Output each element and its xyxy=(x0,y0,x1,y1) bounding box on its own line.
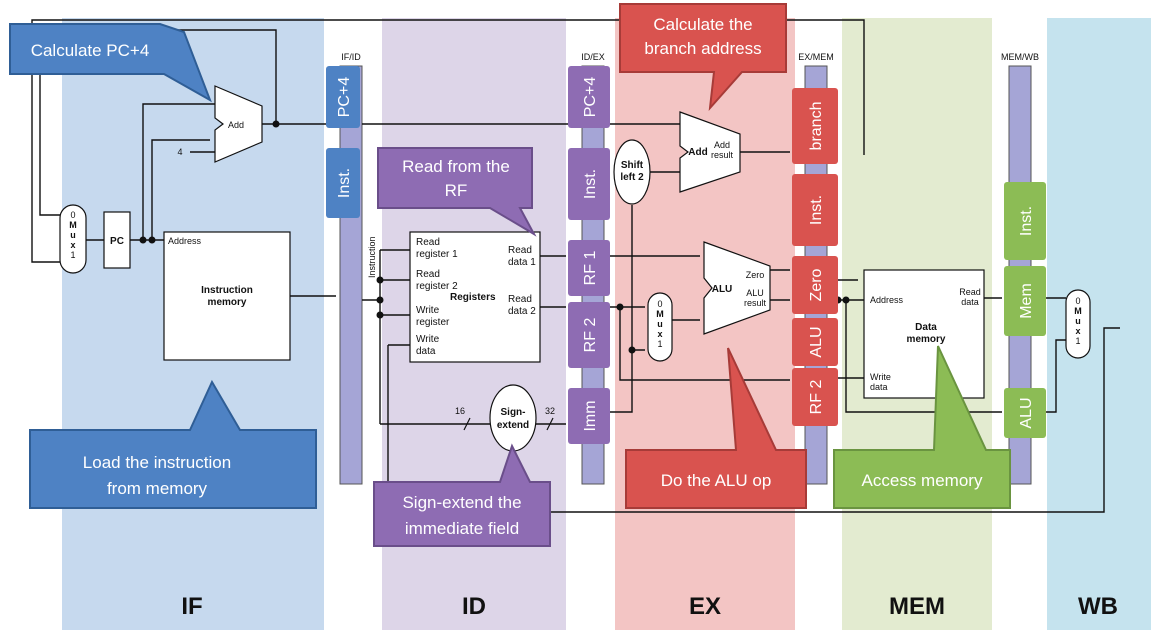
pc4-adder-label: Add xyxy=(228,120,244,130)
sign-extend-label: Sign-extend xyxy=(497,407,529,431)
callout-calc-pc4-text: Calculate PC+4 xyxy=(31,41,150,60)
alu-mux xyxy=(647,292,673,362)
idex-imm: Imm xyxy=(582,400,599,431)
shift-left-2 xyxy=(613,139,651,205)
callout-access-mem-text: Access memory xyxy=(862,471,983,490)
pipereg-label-memwb: MEM/WB xyxy=(1001,52,1039,62)
width-16-label: 16 xyxy=(455,406,465,416)
pc4-adder xyxy=(214,85,263,163)
memwb-inst: Inst. xyxy=(1018,206,1035,236)
stage-label-wb: WB xyxy=(1078,593,1118,620)
callout-calc-pc4: Calculate PC+4 xyxy=(9,23,212,103)
idex-inst: Inst. xyxy=(582,169,599,199)
exmem-branch: branch xyxy=(808,102,825,151)
ifid-pc4: PC+4 xyxy=(336,77,353,118)
branch-adder xyxy=(679,111,741,193)
stage-label-ex: EX xyxy=(689,593,721,620)
instr-mem-address: Address xyxy=(168,236,202,246)
instruction-memory xyxy=(163,231,291,361)
branch-adder-label: Add xyxy=(688,147,707,158)
pipereg-label-idex: ID/EX xyxy=(581,52,605,62)
register-file xyxy=(409,231,541,363)
dm-address-label: Address xyxy=(870,295,904,305)
memwb-fields: Inst. Mem ALU xyxy=(1004,182,1046,438)
data-memory xyxy=(863,269,985,399)
ifid-register-bar xyxy=(339,65,363,485)
instruction-wire-label: Instruction xyxy=(367,236,377,278)
sign-extend-unit xyxy=(489,384,537,452)
pc-mux xyxy=(59,204,87,274)
exmem-zero: Zero xyxy=(808,268,825,301)
exmem-fields: branch Inst. Zero ALU RF 2 xyxy=(792,88,838,426)
width-32-tick xyxy=(546,417,554,431)
exmem-alu: ALU xyxy=(808,326,825,357)
zero-label: Zero xyxy=(746,270,765,280)
alu-unit xyxy=(703,241,771,335)
ifid-fields: PC+4 Inst. xyxy=(326,66,360,218)
width-32-label: 32 xyxy=(545,406,555,416)
stage-label-mem: MEM xyxy=(889,593,945,620)
exmem-rf2: RF 2 xyxy=(808,380,825,415)
width-16-tick xyxy=(463,417,471,431)
wb-stage-bg xyxy=(1047,18,1151,630)
stage-label-if: IF xyxy=(181,593,202,620)
stage-label-id: ID xyxy=(462,593,486,620)
pc-register xyxy=(103,211,131,269)
alu-label: ALU xyxy=(712,284,733,295)
idex-pc4: PC+4 xyxy=(582,77,599,118)
memwb-mem: Mem xyxy=(1018,283,1035,319)
callout-alu-op-text: Do the ALU op xyxy=(661,471,772,490)
pipereg-label-ifid: IF/ID xyxy=(341,52,361,62)
pc-label: PC xyxy=(110,236,124,247)
wb-mux xyxy=(1065,289,1091,359)
four-constant: 4 xyxy=(177,147,182,157)
pipereg-label-exmem: EX/MEM xyxy=(798,52,834,62)
idex-rf1: RF 1 xyxy=(582,251,599,286)
ifid-inst: Inst. xyxy=(336,168,353,198)
exmem-inst: Inst. xyxy=(808,195,825,225)
idex-rf2: RF 2 xyxy=(582,318,599,353)
memwb-alu: ALU xyxy=(1018,397,1035,428)
registers-label: Registers xyxy=(450,292,496,303)
idex-fields: PC+4 Inst. RF 1 RF 2 Imm xyxy=(568,66,610,444)
callout-alu-op: Do the ALU op xyxy=(625,347,807,509)
callout-access-mem: Access memory xyxy=(833,345,1011,509)
